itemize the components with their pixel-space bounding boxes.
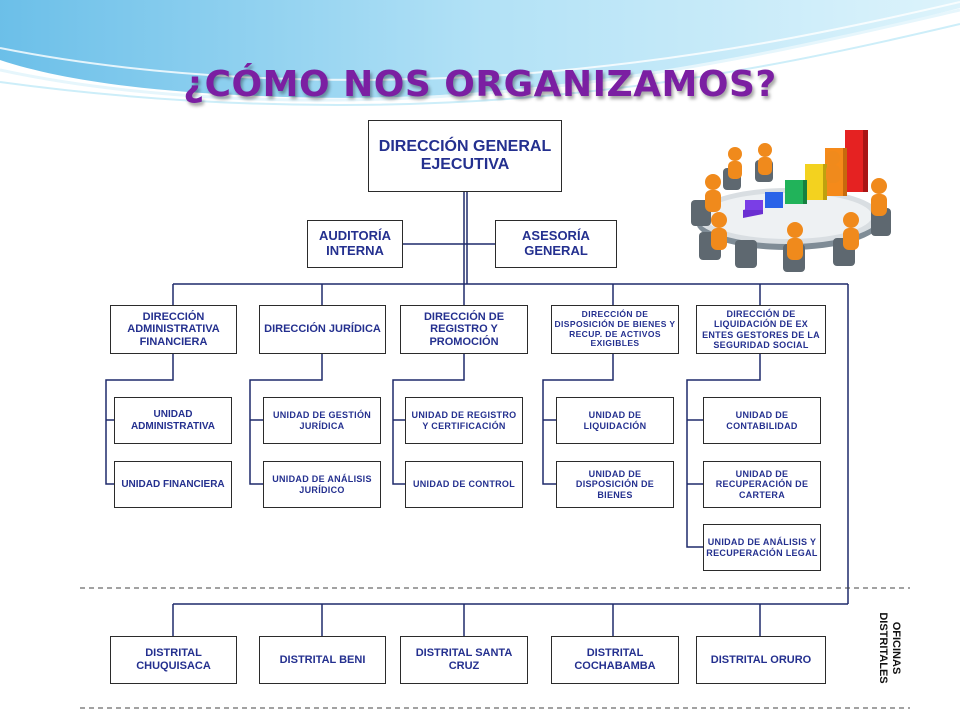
distrital-oruro-box: DISTRITAL ORURO	[696, 636, 826, 684]
direccion-juridica-box: DIRECCIÓN JURÍDICA	[259, 305, 386, 354]
unidad-recuperacion-cartera-box: UNIDAD DE RECUPERACIÓN DE CARTERA	[703, 461, 821, 508]
unidad-control-box: UNIDAD DE CONTROL	[405, 461, 523, 508]
direccion-administrativa-box: DIRECCIÓN ADMINISTRATIVA FINANCIERA	[110, 305, 237, 354]
unidad-analisis-recuperacion-legal-box: UNIDAD DE ANÁLISIS Y RECUPERACIÓN LEGAL	[703, 524, 821, 571]
direccion-general-box: DIRECCIÓN GENERAL EJECUTIVA	[368, 120, 562, 192]
unidad-gestion-juridica-box: UNIDAD DE GESTIÓN JURÍDICA	[263, 397, 381, 444]
unidad-liquidacion-box: UNIDAD DE LIQUIDACIÓN	[556, 397, 674, 444]
unidad-administrativa-box: UNIDAD ADMINISTRATIVA	[114, 397, 232, 444]
page-title: ¿CÓMO NOS ORGANIZAMOS?	[183, 64, 777, 105]
distrital-cochabamba-box: DISTRITAL COCHABAMBA	[551, 636, 679, 684]
unidad-analisis-juridico-box: UNIDAD DE ANÁLISIS JURÍDICO	[263, 461, 381, 508]
oficinas-distritales-label: OFICINAS DISTRITALES	[874, 606, 904, 690]
unidad-contabilidad-box: UNIDAD DE CONTABILIDAD	[703, 397, 821, 444]
direccion-disposicion-box: DIRECCIÓN DE DISPOSICIÓN DE BIENES Y REC…	[551, 305, 679, 354]
oficinas-distritales-text: OFICINAS DISTRITALES	[877, 612, 902, 684]
distrital-chuquisaca-box: DISTRITAL CHUQUISACA	[110, 636, 237, 684]
direccion-liquidacion-box: DIRECCIÓN DE LIQUIDACIÓN DE EX ENTES GES…	[696, 305, 826, 354]
auditoria-interna-box: AUDITORÍA INTERNA	[307, 220, 403, 268]
header-wave-decoration	[0, 0, 960, 106]
unidad-financiera-box: UNIDAD FINANCIERA	[114, 461, 232, 508]
asesoria-general-box: ASESORÍA GENERAL	[495, 220, 617, 268]
distrital-santa-cruz-box: DISTRITAL SANTA CRUZ	[400, 636, 528, 684]
distrital-beni-box: DISTRITAL BENI	[259, 636, 386, 684]
meeting-table-clipart	[691, 130, 891, 272]
unidad-disposicion-bienes-box: UNIDAD DE DISPOSICIÓN DE BIENES	[556, 461, 674, 508]
unidad-registro-certificacion-box: UNIDAD DE REGISTRO Y CERTIFICACIÓN	[405, 397, 523, 444]
direccion-registro-box: DIRECCIÓN DE REGISTRO Y PROMOCIÓN	[400, 305, 528, 354]
